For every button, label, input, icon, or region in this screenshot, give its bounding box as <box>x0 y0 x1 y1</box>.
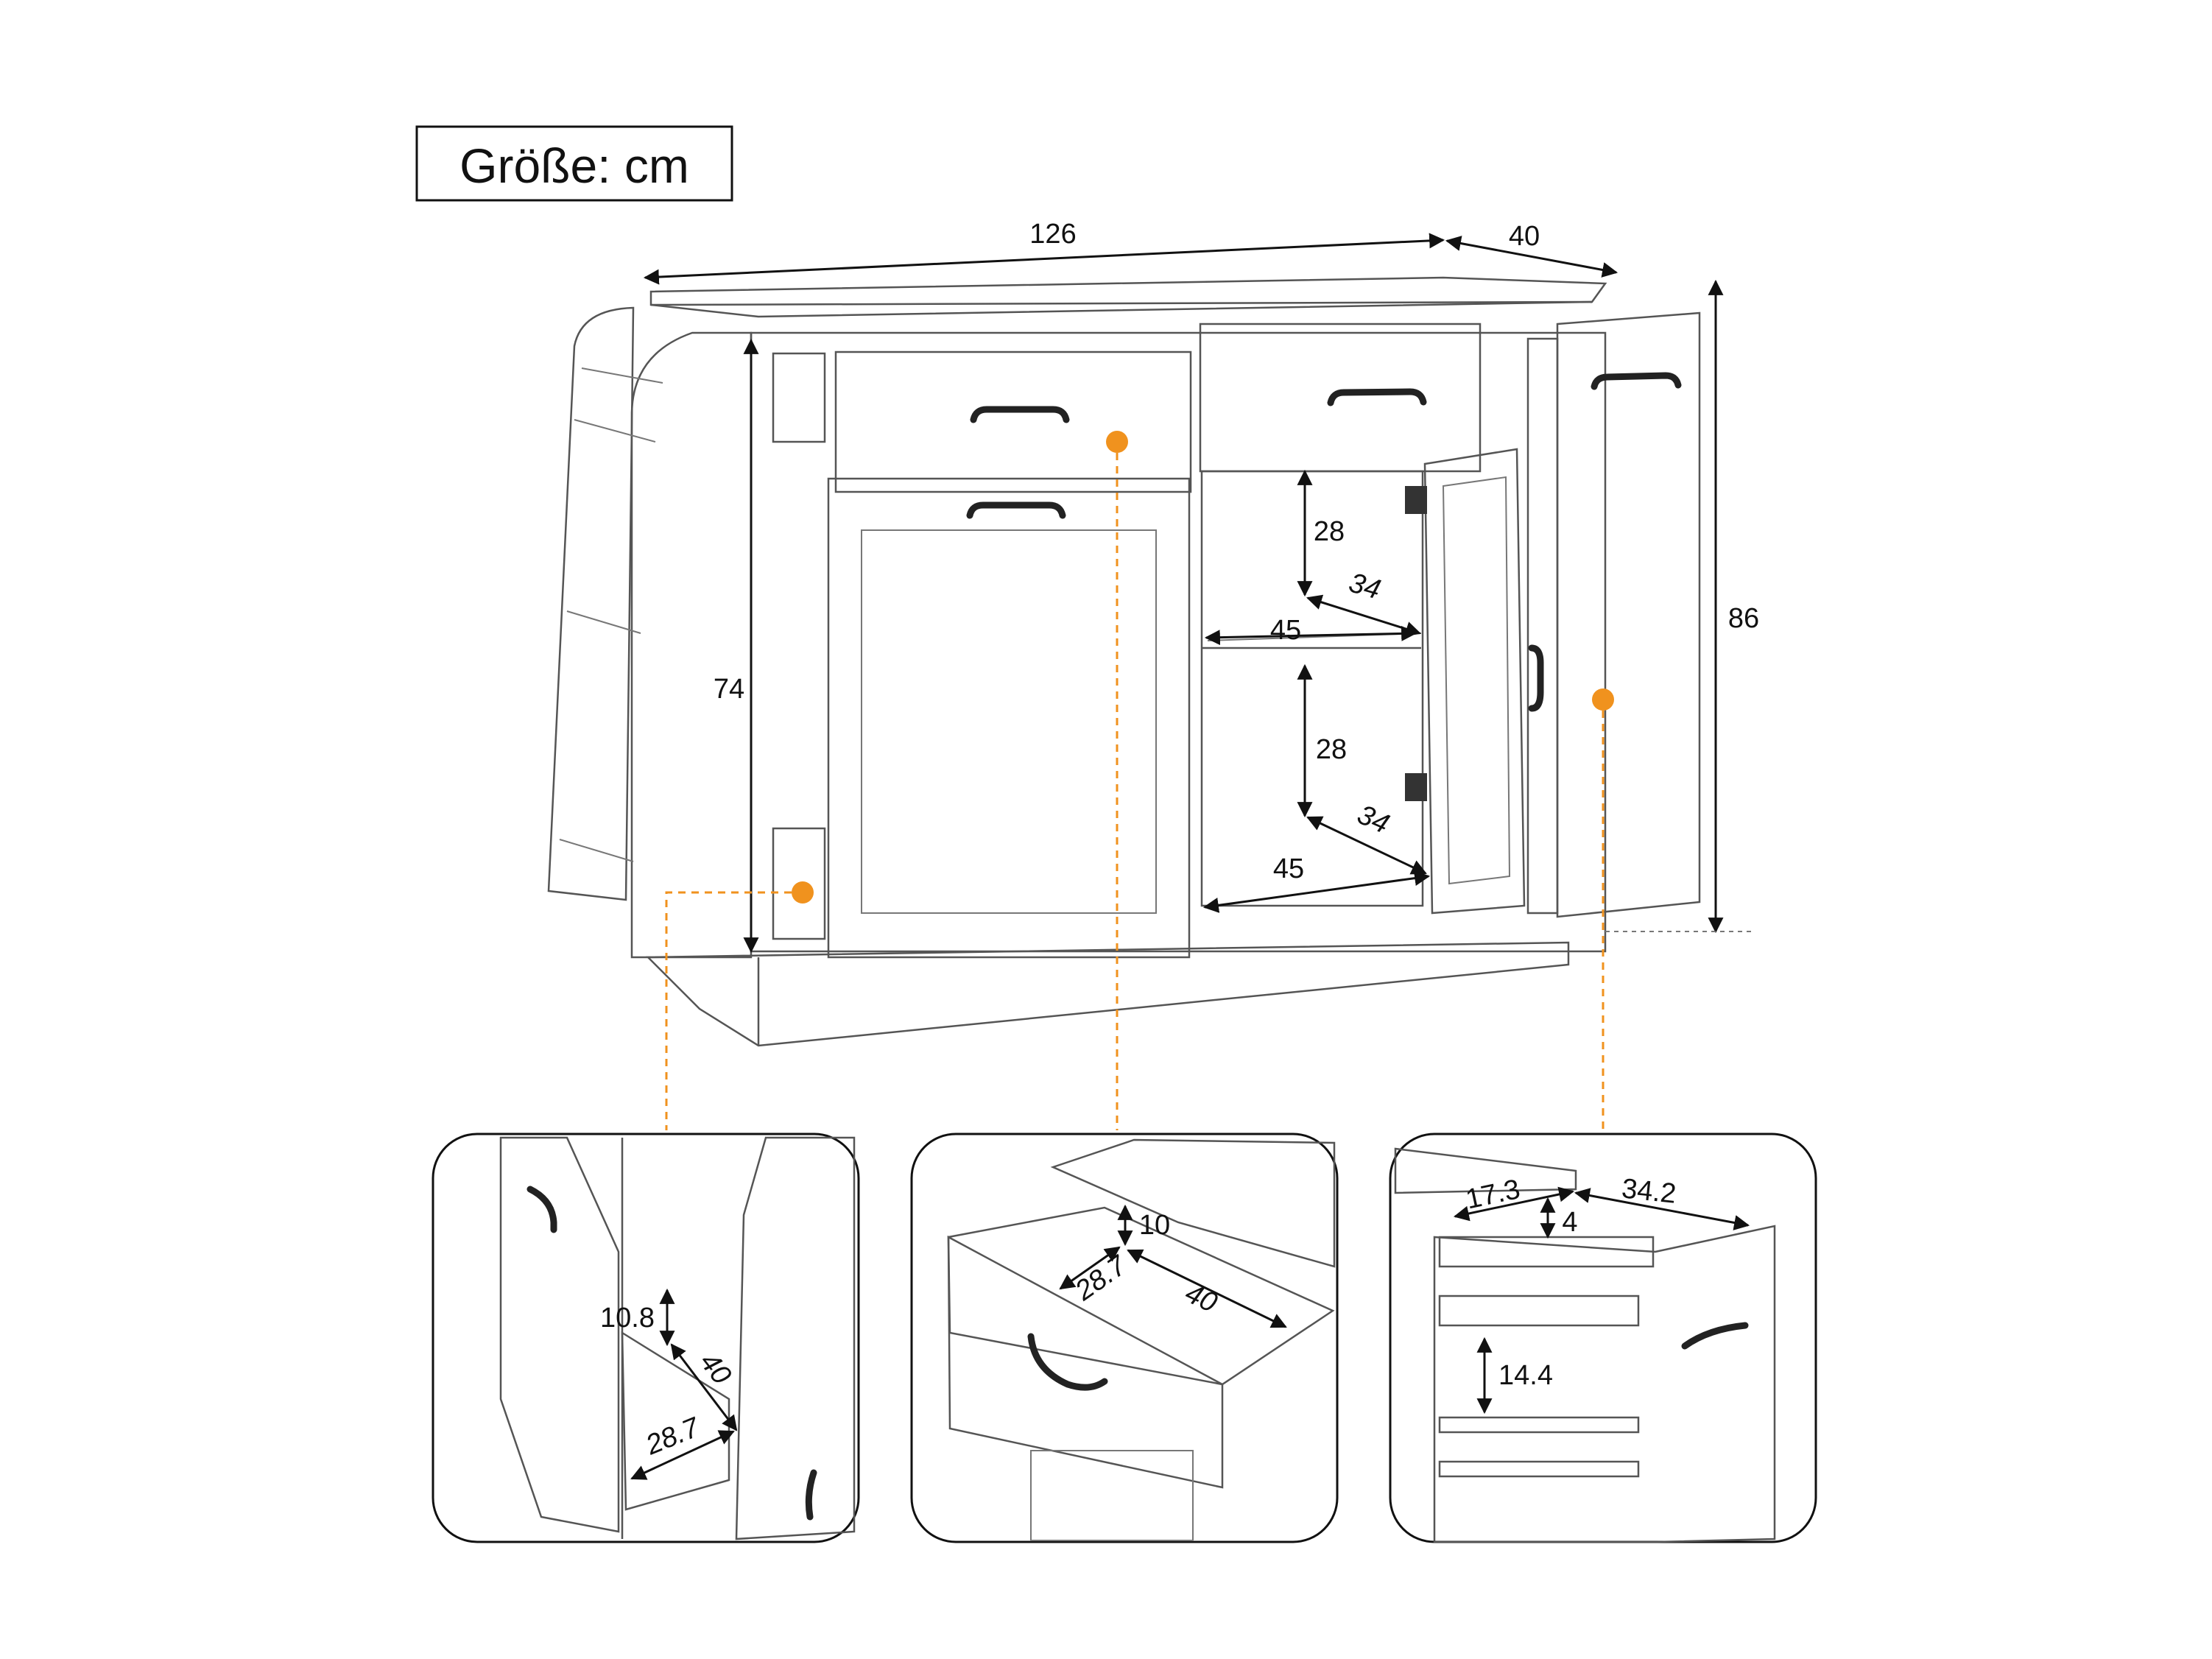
detail-panel-center: 10 28.7 40 <box>910 1133 1339 1543</box>
title-box: Größe: cm <box>415 125 733 202</box>
center-detail-height-label: 10 <box>1139 1210 1170 1241</box>
main-cabinet <box>547 276 1701 1047</box>
upper-shelf-height-label: 28 <box>1314 516 1345 547</box>
page-title: Größe: cm <box>459 138 689 193</box>
left-detail-height-label: 10.8 <box>600 1303 655 1334</box>
callout-markers <box>665 431 1614 1130</box>
width-arrow <box>643 233 1445 285</box>
marker-center <box>1106 431 1128 453</box>
marker-left <box>792 881 814 904</box>
upper-shelf-width-label: 45 <box>1270 615 1301 646</box>
main-dimensions: 126 40 86 74 28 34 45 28 34 45 <box>643 219 1759 954</box>
right-detail-depth-label: 34.2 <box>1620 1173 1677 1210</box>
right-detail-height-shelf-label: 14.4 <box>1498 1360 1553 1391</box>
lower-shelf-depth-label: 34 <box>1353 799 1394 840</box>
width-label: 126 <box>1029 219 1076 250</box>
height-total-label: 86 <box>1728 603 1759 634</box>
lower-shelf-height-label: 28 <box>1316 734 1347 765</box>
lower-shelf-width-label: 45 <box>1273 853 1304 884</box>
depth-label: 40 <box>1509 221 1540 252</box>
right-detail-height-top-label: 4 <box>1562 1207 1577 1238</box>
detail-panel-right: 17.3 4 34.2 14.4 <box>1389 1133 1817 1543</box>
marker-right <box>1592 688 1614 711</box>
height-side-label: 74 <box>714 674 744 705</box>
depth-arrow <box>1445 236 1619 278</box>
upper-shelf-depth-label: 34 <box>1345 567 1384 605</box>
detail-panel-left: 10.8 40 28.7 <box>432 1133 860 1543</box>
